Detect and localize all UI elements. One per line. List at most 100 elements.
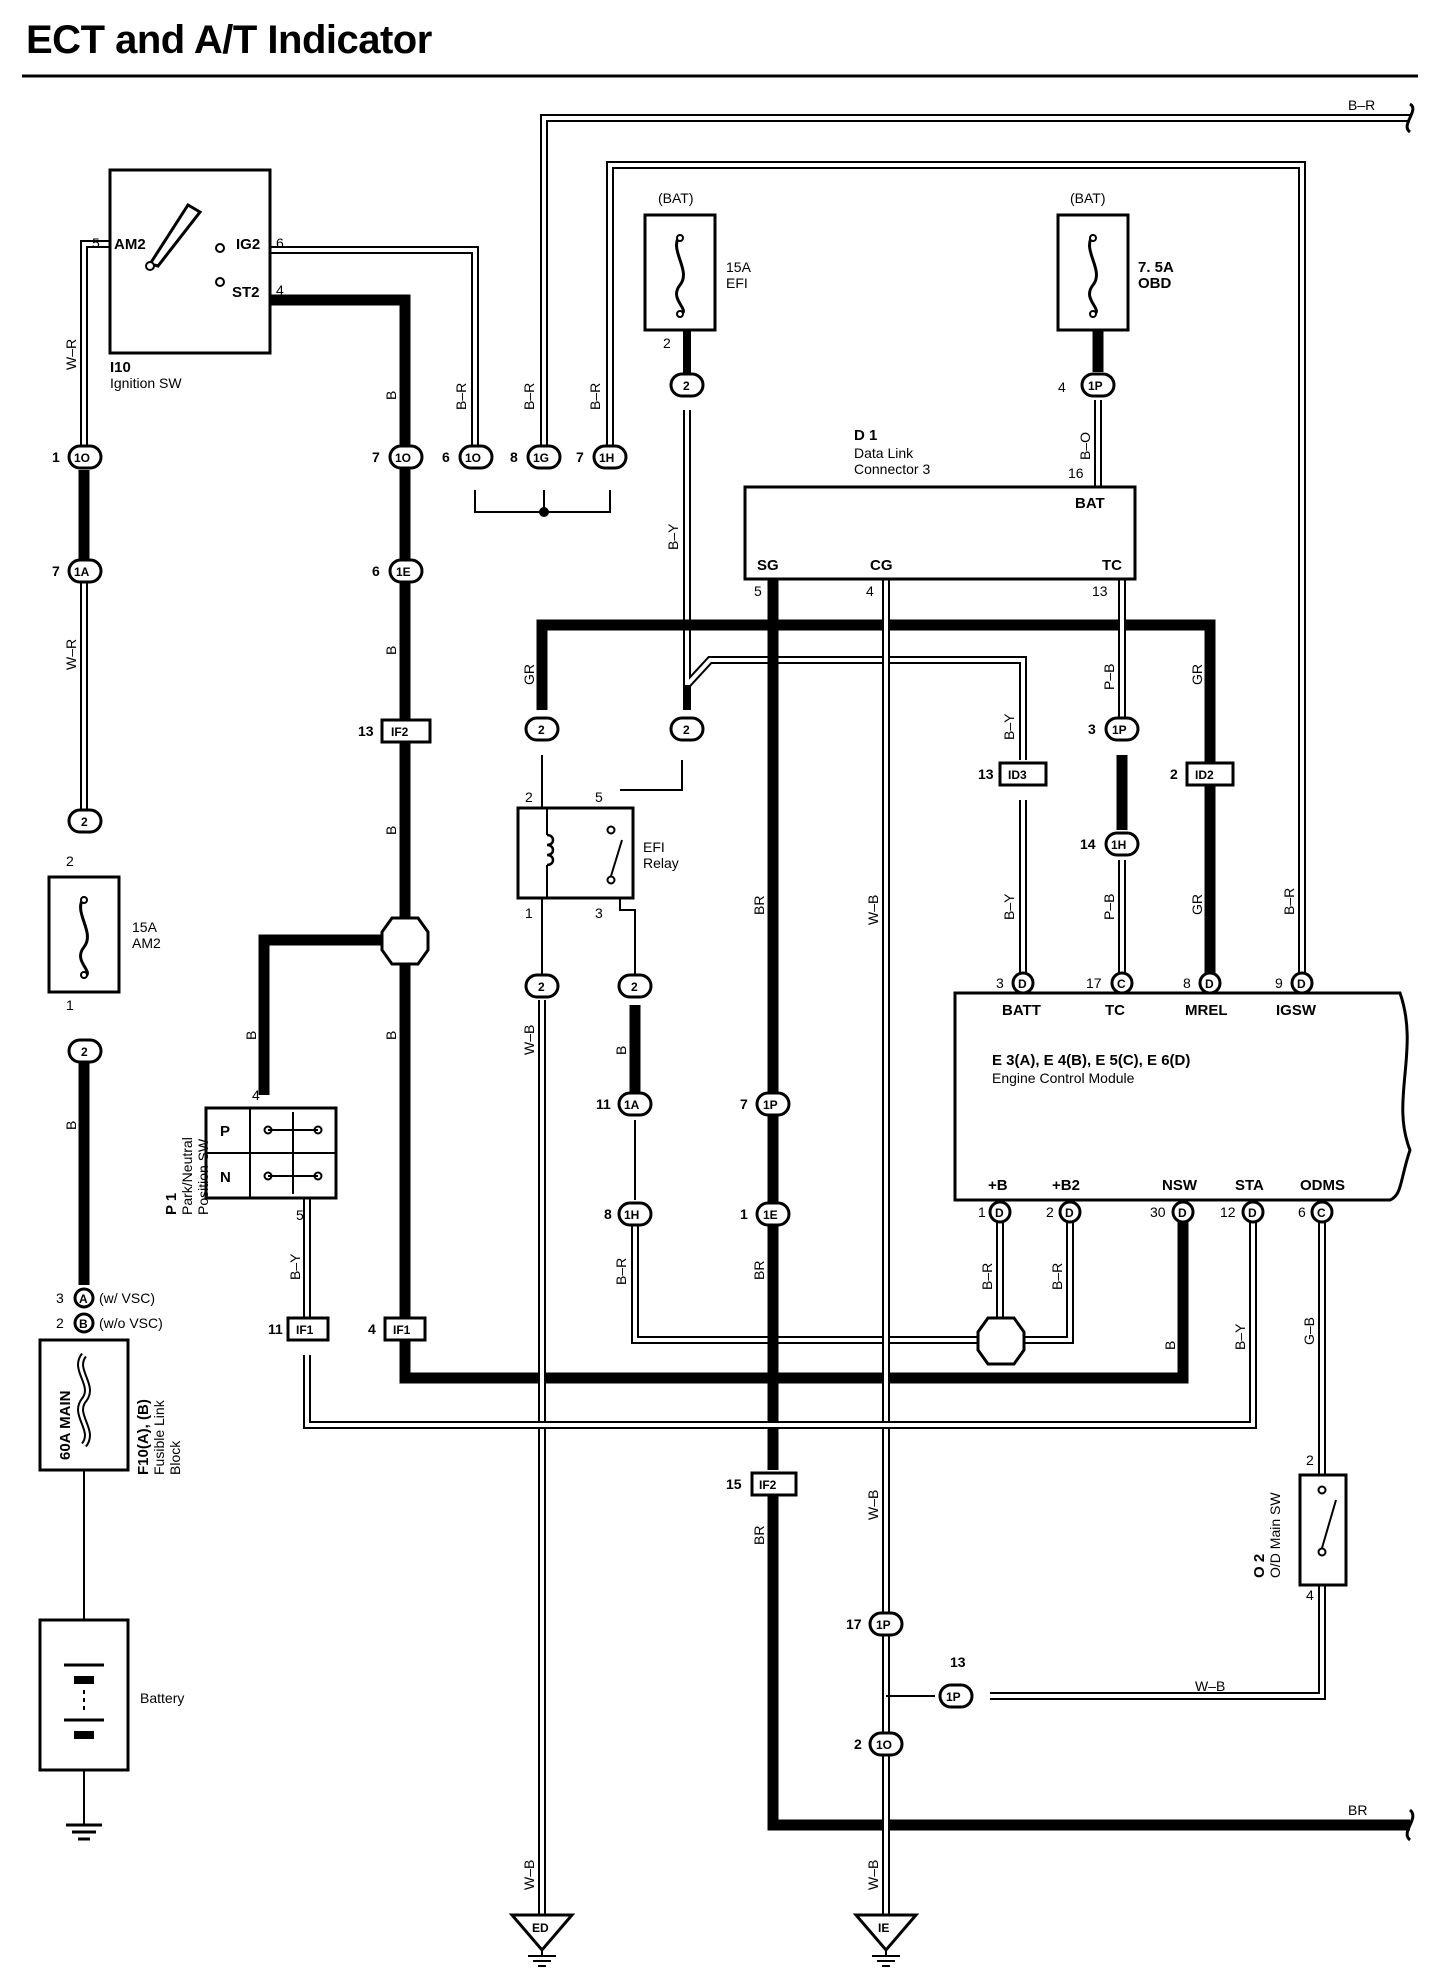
od-pin-top: 2 [1306,1452,1314,1468]
svg-text:13: 13 [950,1654,966,1670]
fl-name-1: Fusible Link [151,1399,167,1475]
dlc-cg: CG [870,557,893,574]
connector-pills: 1O1 1A7 2 2 1O7 1E6 1O6 1G8 1H7 2 1P 2 2… [52,372,1140,1757]
fl-conn-b: B [79,1317,88,1331]
svg-text:6: 6 [372,563,380,579]
svg-text:1P: 1P [1088,379,1103,393]
ecm-pin-num: 6 [1298,1204,1306,1220]
page-title: ECT and A/T Indicator [26,18,432,62]
od-name: O/D Main SW [1267,1492,1283,1578]
svg-text:1A: 1A [624,1098,640,1112]
ecm-odms: ODMS [1300,1177,1345,1194]
pn-pin-top: 4 [252,1087,260,1103]
connector-1h-relay: 1H8 [604,1201,653,1227]
svg-text:1O: 1O [74,451,90,465]
svg-text:1O: 1O [395,451,411,465]
svg-text:1: 1 [740,1206,748,1222]
svg-text:2: 2 [81,815,88,829]
wire-label: B–R [453,383,469,410]
efi-rating: 15A [726,259,752,275]
ignition-switch: AM2 IG2 ST2 5 6 4 I10 Ignition SW [92,168,284,391]
svg-text:2: 2 [538,980,545,994]
ground-ed: ED [508,1913,576,1967]
svg-text:2: 2 [683,379,690,393]
pn-p: P [220,1123,230,1140]
ecm-id: E 3(A), E 4(B), E 5(C), E 6(D) [992,1052,1190,1069]
connector-1e-sg: 1E1 [740,1201,791,1227]
wire-label: B–R [1049,1263,1065,1290]
battery-label: Battery [140,1690,184,1706]
wire-label: B [1162,1341,1178,1350]
pin-ig2: 6 [276,235,284,251]
obd-name: OBD [1138,275,1172,292]
efi-relay: EFI Relay 2 5 1 3 [516,789,679,921]
svg-text:7: 7 [576,449,584,465]
fl-rating: 60A MAIN [57,1391,74,1460]
svg-text:1H: 1H [1111,838,1126,852]
wire-label: GR [1189,894,1205,915]
wire-b-r-top [540,114,1410,975]
svg-text:7: 7 [740,1096,748,1112]
dlc-name-1: Data Link [854,445,914,461]
svg-text:7: 7 [372,449,380,465]
svg-text:1P: 1P [1112,723,1127,737]
ecm-top-pins: D 3 C 17 D 8 D 9 [996,971,1314,995]
wire-label: W–B [865,895,881,925]
efi-pin: 2 [663,335,671,351]
fuse-efi: (BAT) 15A EFI 2 [643,190,752,351]
wire-label-br-bottom: BR [1348,1802,1367,1818]
wire-break-br-bottom [1405,1808,1415,1842]
svg-text:1O: 1O [876,1738,892,1752]
fl-pin-a: 3 [56,1290,64,1306]
connector-1o-cg: 1O 2 [854,1731,904,1757]
svg-text:1O: 1O [465,451,481,465]
dlc-name-2: Connector 3 [854,461,930,477]
ecm-pin-num: 9 [1275,975,1283,991]
connector-2-by: 2 [669,716,705,742]
wire-label: B–R [979,1263,995,1290]
ecm-tc: TC [1105,1002,1125,1019]
connector-1e-st2: 1E6 [372,558,424,584]
am2-pin-top: 2 [66,853,74,869]
ecm-pin-num: 1 [978,1204,986,1220]
svg-text:4: 4 [368,1321,376,1337]
pn-name-1: Park/Neutral [179,1137,195,1215]
connector-1h-tc: 1H 14 [1080,831,1140,857]
relay-pin-2: 2 [525,789,533,805]
svg-text:14: 14 [1080,836,1096,852]
ecm-mrel: MREL [1185,1002,1228,1019]
svg-text:ID2: ID2 [1195,768,1214,782]
wire-label: P–B [1101,664,1117,690]
wire-label: B–R [613,1258,629,1285]
svg-text:2: 2 [854,1736,862,1752]
connector-1o-left: 1O1 [52,444,103,470]
connector-1o-ig2: 1O6 [442,444,494,470]
svg-text:2: 2 [81,1045,88,1059]
wire-efi-relay-5 [620,760,683,791]
ignition-sw-name: Ignition SW [110,375,182,391]
ground-ed-label: ED [532,1921,549,1935]
ecm-pin-conn: D [1297,977,1306,991]
svg-text:1P: 1P [763,1098,778,1112]
dlc-pin-bat: 16 [1068,465,1084,481]
svg-text:1A: 1A [74,565,90,579]
svg-text:2: 2 [538,723,545,737]
wire-b-st2 [236,294,411,1370]
ignition-sw-id: I10 [110,359,131,376]
svg-text:13: 13 [358,723,374,739]
fuse-am2: 15A AM2 2 1 [47,853,161,1013]
fl-id: F10(A), (B) [135,1399,152,1475]
wire-br-bottom [767,1495,1410,1831]
relay-name-1: EFI [643,839,665,855]
wire-label: B–Y [1001,713,1017,740]
wire-label: B [243,1031,259,1040]
dlc-id: D 1 [854,427,877,444]
svg-text:2: 2 [631,980,638,994]
am2-name: AM2 [132,935,161,951]
